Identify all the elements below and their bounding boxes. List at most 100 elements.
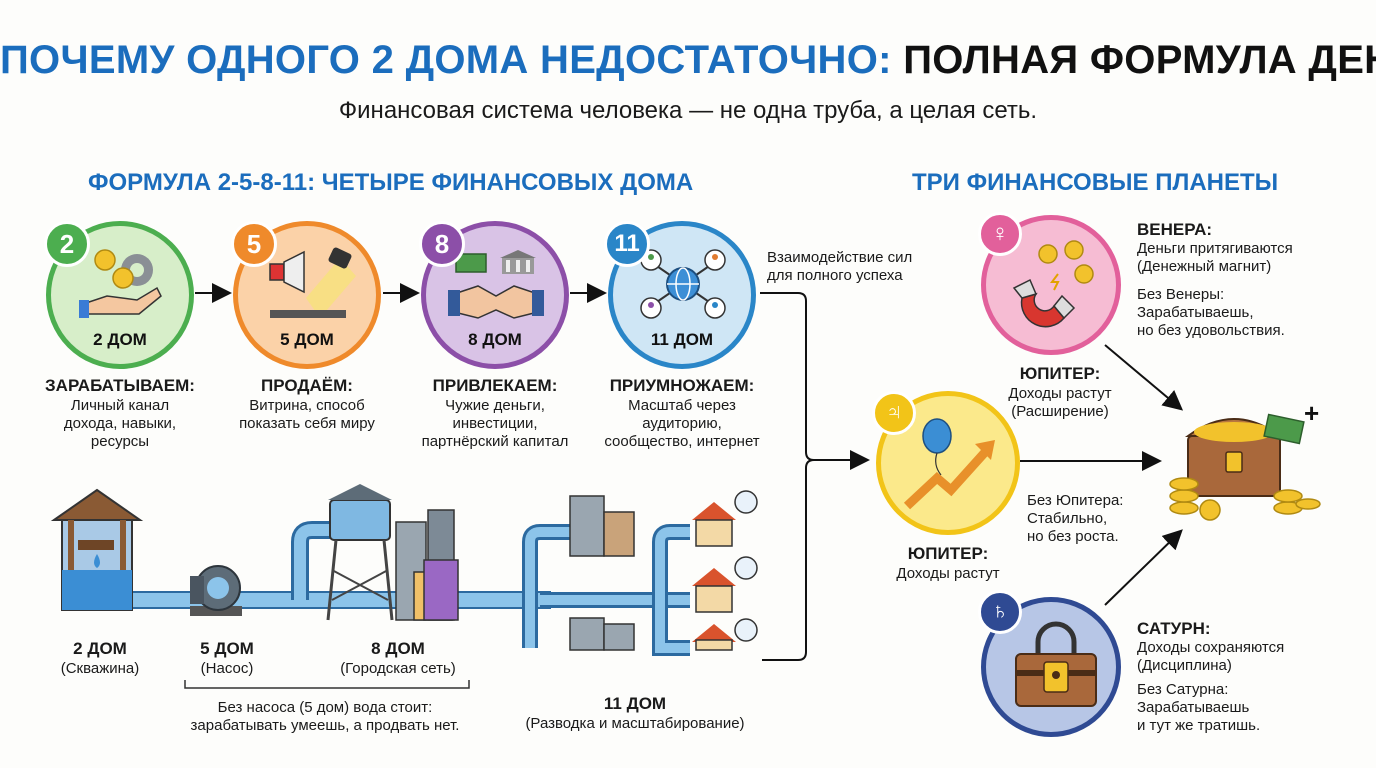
jupiter-symbol-icon: ♃ [872, 391, 916, 435]
title-part-1: ПОЧЕМУ ОДНОГО 2 ДОМА НЕДОСТАТОЧНО: [0, 38, 892, 82]
pipeline-pump-sub: (Насос) [200, 660, 254, 677]
jupiter-sub: Доходы растут [896, 565, 1000, 582]
pipeline-city-label: 8 ДОМ (Городская сеть) [318, 640, 478, 678]
saturn-line-1: Доходы сохраняются [1137, 639, 1285, 656]
pipeline-well-title: 2 ДОМ [73, 639, 127, 658]
hand-coins-icon [79, 249, 162, 318]
locked-chest-icon [1015, 621, 1097, 707]
svg-text:+: + [1304, 398, 1319, 428]
house-11-number-badge: 11 [604, 221, 650, 267]
house-8-line-3: партнёрский капитал [421, 433, 569, 450]
house-8-title: ПРИВЛЕКАЕМ: [432, 376, 558, 395]
jupiter-without-3: но без роста. [1027, 528, 1119, 545]
house-icon-2 [692, 556, 758, 613]
house-icon-3 [692, 618, 758, 651]
house-8-description: ПРИВЛЕКАЕМ: Чужие деньги, инвестиции, па… [396, 377, 594, 451]
jupiter-without-text: Без Юпитера: Стабильно, но без роста. [1027, 492, 1123, 546]
house-11-line-3: сообщество, интернет [604, 433, 760, 450]
saturn-title: САТУРН: [1137, 619, 1211, 638]
distribution-network [522, 524, 690, 656]
venus-line-1: Деньги притягиваются [1137, 240, 1293, 257]
house-2-label: 2 ДОМ [93, 330, 147, 349]
water-tower-icon [326, 484, 394, 621]
handshake-bank-icon [448, 250, 544, 319]
house-5-number-badge: 5 [231, 221, 277, 267]
house-11-line-2: аудиторию, [642, 415, 722, 432]
house-5-line-1: Витрина, способ [249, 397, 365, 414]
jupiter-top-title: ЮПИТЕР: [1019, 364, 1101, 383]
jupiter-circle [876, 391, 1020, 535]
arrow-pipeline-to-jupiter [762, 459, 815, 661]
house-11-label: 11 ДОМ [650, 330, 714, 349]
pump-note-line-1: Без насоса (5 дом) вода стоит: [217, 699, 433, 716]
house-5-title: ПРОДАЁМ: [261, 376, 353, 395]
house-8-line-1: Чужие деньги, [445, 397, 545, 414]
venus-line-2: (Денежный магнит) [1137, 258, 1272, 275]
network-globe-icon [640, 249, 726, 319]
house-5-description: ПРОДАЁМ: Витрина, способ показать себя м… [208, 377, 406, 433]
balloon-growth-icon [903, 418, 995, 510]
interaction-line-1: Взаимодействие сил [767, 249, 913, 266]
interaction-label: Взаимодействие сил для полного успеха [767, 249, 912, 285]
venus-without-3: но без удовольствия. [1137, 322, 1285, 339]
saturn-without-3: и тут же тратишь. [1137, 717, 1261, 734]
pump-note: Без насоса (5 дом) вода стоит: зарабатыв… [165, 699, 485, 735]
jupiter-bottom-text: ЮПИТЕР: Доходы растут [876, 545, 1020, 583]
venus-title: ВЕНЕРА: [1137, 220, 1213, 239]
jupiter-top-line-2: (Расширение) [1011, 403, 1109, 420]
pipeline-network-sub: (Разводка и масштабирование) [525, 715, 745, 732]
treasure-chest-icon: + [1169, 398, 1321, 521]
office-building-icon-2 [569, 617, 635, 651]
house-2-description: ЗАРАБАТЫВАЕМ: Личный канал дохода, навык… [21, 377, 219, 451]
magnet-coins-icon [1012, 240, 1094, 328]
jupiter-without-1: Без Юпитера: [1027, 492, 1124, 509]
jupiter-without-2: Стабильно, [1027, 510, 1108, 527]
title-part-2: ПОЛНАЯ ФОРМУЛА ДЕНЕГ [903, 38, 1376, 82]
venus-without-1: Без Венеры: [1137, 286, 1225, 303]
jupiter-title: ЮПИТЕР: [907, 544, 989, 563]
house-5-line-2: показать себя миру [239, 415, 375, 432]
pipeline-network-title: 11 ДОМ [603, 694, 667, 713]
well-icon [50, 488, 144, 611]
megaphone-spotlight-icon [269, 247, 356, 318]
arrow-venus-to-treasure [1104, 344, 1184, 411]
house-8-label: 8 ДОМ [468, 330, 522, 349]
saturn-without-2: Зарабатываешь [1137, 699, 1250, 716]
house-8-line-2: инвестиции, [452, 415, 538, 432]
venus-symbol-icon: ♀ [978, 212, 1022, 256]
pipeline-pump-title: 5 ДОМ [200, 639, 254, 658]
pipeline-network-label: 11 ДОМ (Разводка и масштабирование) [510, 695, 760, 733]
pipeline-city-title: 8 ДОМ [371, 639, 425, 658]
saturn-text: САТУРН: Доходы сохраняются (Дисциплина) … [1137, 620, 1284, 735]
venus-circle [981, 215, 1121, 355]
house-8-number-badge: 8 [419, 221, 465, 267]
pump-icon [190, 565, 242, 616]
page-title: ПОЧЕМУ ОДНОГО 2 ДОМА НЕДОСТАТОЧНО: ПОЛНА… [0, 38, 1376, 83]
house-5-label: 5 ДОМ [280, 330, 334, 349]
pump-note-bracket [184, 680, 470, 689]
house-11-title: ПРИУМНОЖАЕМ: [609, 376, 755, 395]
house-2-line-3: ресурсы [90, 433, 150, 450]
pipeline-pump-label: 5 ДОМ (Насос) [172, 640, 282, 678]
pipeline-well-sub: (Скважина) [60, 660, 140, 677]
pipeline-well-label: 2 ДОМ (Скважина) [40, 640, 160, 678]
city-buildings-icon [395, 509, 459, 621]
venus-without-2: Зарабатываешь, [1137, 304, 1254, 321]
formula-heading: ФОРМУЛА 2-5-8-11: ЧЕТЫРЕ ФИНАНСОВЫХ ДОМА [88, 169, 694, 196]
house-2-number-badge: 2 [44, 221, 90, 267]
interaction-line-2: для полного успеха [767, 267, 903, 284]
jupiter-top-text: ЮПИТЕР: Доходы растут (Расширение) [985, 365, 1135, 421]
pipeline-city-sub: (Городская сеть) [340, 660, 456, 677]
house-2-line-1: Личный канал [70, 397, 170, 414]
planets-heading: ТРИ ФИНАНСОВЫЕ ПЛАНЕТЫ [912, 169, 1279, 196]
jupiter-top-line-1: Доходы растут [1008, 385, 1112, 402]
saturn-symbol-icon: ♄ [978, 590, 1022, 634]
office-building-icon [569, 495, 635, 557]
water-pipeline-illustration [50, 484, 758, 656]
arrow-saturn-to-treasure [1104, 529, 1183, 606]
house-2-title: ЗАРАБАТЫВАЕМ: [45, 376, 195, 395]
house-2-line-2: дохода, навыки, [63, 415, 177, 432]
pump-note-line-2: зарабатывать умеешь, а продвать нет. [190, 717, 460, 734]
house-icon-1 [692, 490, 758, 547]
house-11-line-1: Масштаб через [628, 397, 736, 414]
